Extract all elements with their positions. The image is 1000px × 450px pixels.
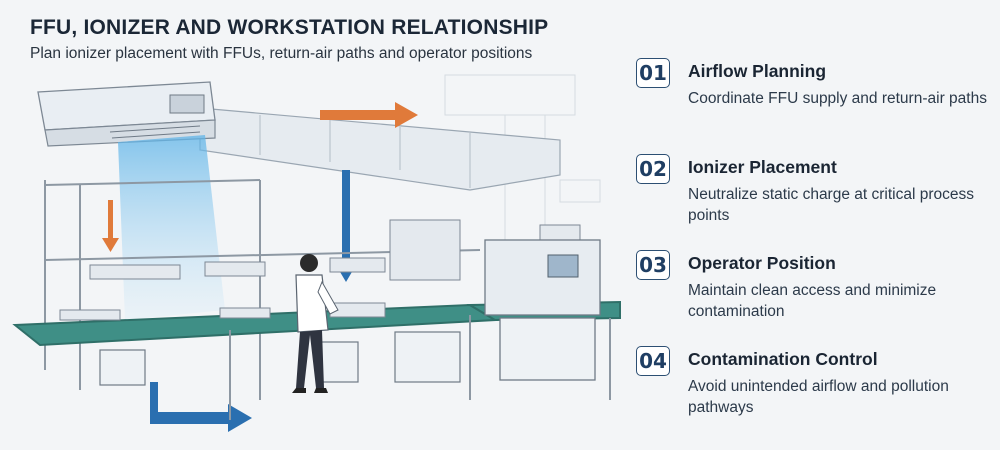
step-number: 03	[636, 250, 670, 280]
step-description: Coordinate FFU supply and return-air pat…	[688, 90, 987, 107]
step-title: Airflow Planning	[688, 61, 827, 81]
steps-list: 01 Airflow Planning Coordinate FFU suppl…	[636, 58, 996, 442]
step-contamination-control: 04 Contamination Control Avoid unintende…	[636, 346, 996, 442]
step-airflow-planning: 01 Airflow Planning Coordinate FFU suppl…	[636, 58, 996, 154]
operator-icon	[292, 254, 339, 393]
step-description: Neutralize static charge at critical pro…	[688, 186, 975, 224]
step-number: 02	[636, 154, 670, 184]
page-subtitle: Plan ionizer placement with FFUs, return…	[30, 45, 533, 62]
step-description: Maintain clean access and minimize conta…	[688, 282, 937, 320]
step-number: 01	[636, 58, 670, 88]
step-ionizer-placement: 02 Ionizer Placement Neutralize static c…	[636, 154, 996, 250]
cleanroom-illustration	[0, 70, 640, 450]
ffu-unit-icon	[37, 81, 216, 147]
step-title: Ionizer Placement	[688, 157, 837, 177]
machine-icon	[99, 239, 601, 386]
page-title: FFU, IONIZER AND WORKSTATION RELATIONSHI…	[30, 16, 549, 39]
step-number: 04	[636, 346, 670, 376]
step-title: Operator Position	[688, 253, 836, 273]
airflow-arrow-icon	[320, 102, 418, 128]
step-operator-position: 03 Operator Position Maintain clean acce…	[636, 250, 996, 346]
step-description: Avoid unintended airflow and pollution p…	[688, 378, 949, 416]
step-title: Contamination Control	[688, 349, 878, 369]
